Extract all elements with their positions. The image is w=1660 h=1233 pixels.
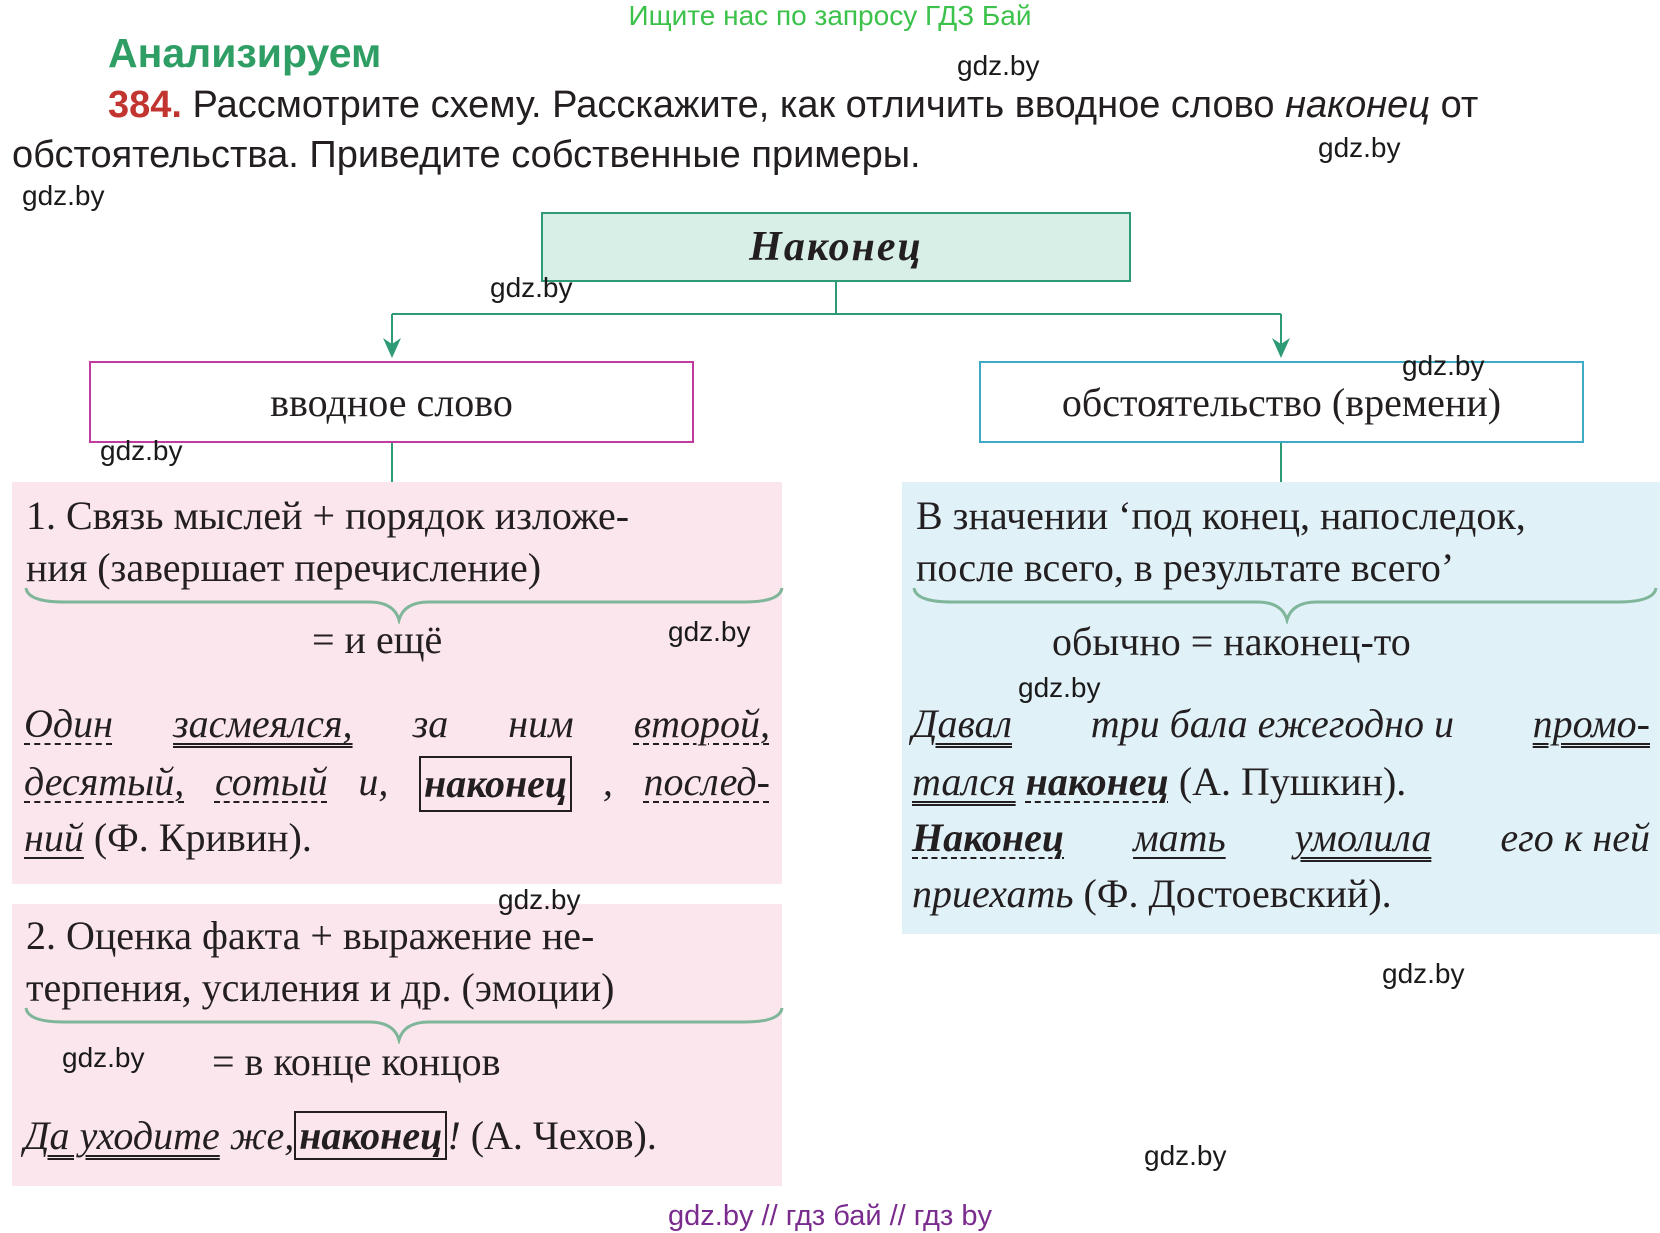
boxed-word: наконец (418, 756, 573, 812)
watermark: gdz.by (957, 50, 1040, 81)
watermark: gdz.by (668, 616, 751, 647)
footer-links: gdz.by // гдз бай // гдз by (668, 1200, 992, 1232)
meaning-2-line-2: терпения, усиления и др. (эмоции) (26, 965, 615, 1010)
task-text: 384. Рассмотрите схему. Расскажите, как … (12, 80, 1652, 180)
adverbial-line-1: В значении ‘под конец, напоследок, (916, 493, 1526, 538)
brace-icon (912, 587, 1658, 624)
meaning-2-equivalent: = в конце концов (212, 1039, 501, 1084)
scheme-root-box: Наконец (541, 212, 1131, 282)
task-text-part-b: от обстоятельства. Приведите собственные… (12, 84, 1479, 176)
watermark: gdz.by (1018, 672, 1101, 703)
introductory-word-box: вводное слово (89, 361, 694, 443)
example-4-line-2: приехать (Ф. Достоевский). (912, 871, 1392, 916)
adverbial-panel: В значении ‘под конец, напоследок, после… (902, 482, 1660, 934)
example-3-line-2: тался наконец (А. Пушкин). (912, 759, 1407, 804)
brace-icon (24, 1007, 784, 1044)
brace-icon (24, 587, 784, 624)
watermark: gdz.by (1318, 132, 1401, 163)
task-number: 384. (108, 84, 182, 126)
meaning-1-line-1: 1. Связь мыслей + порядок изложе- (26, 493, 630, 538)
watermark: gdz.by (498, 884, 581, 915)
watermark: gdz.by (1144, 1140, 1227, 1171)
task-text-part-a: Рассмотрите схему. Расскажите, как отлич… (192, 84, 1275, 126)
watermark: gdz.by (1402, 350, 1485, 381)
task-italic-word: наконец (1285, 84, 1431, 126)
top-banner: Ищите нас по запросу ГДЗ Бай (628, 0, 1032, 31)
watermark: gdz.by (100, 435, 183, 466)
watermark: gdz.by (62, 1042, 145, 1073)
adverbial-line-2: после всего, в результате всего’ (916, 545, 1455, 590)
adverbial-box: обстоятельство (времени) (979, 361, 1584, 443)
meaning-panel-2: 2. Оценка факта + выражение не- терпения… (12, 904, 784, 1186)
watermark: gdz.by (22, 180, 105, 211)
section-title: Анализируем (108, 30, 382, 76)
example-1-line-3: ний (Ф. Кривин). (24, 815, 312, 860)
meaning-panel-1: 1. Связь мыслей + порядок изложе- ния (з… (12, 482, 784, 884)
meaning-2-line-1: 2. Оценка факта + выражение не- (26, 913, 595, 958)
watermark: gdz.by (1382, 958, 1465, 989)
meaning-1-line-2: ния (завершает перечисление) (26, 545, 542, 590)
boxed-word: наконец (294, 1111, 448, 1160)
watermark: gdz.by (490, 272, 573, 303)
scheme-connectors (383, 282, 1290, 482)
example-2: Да уходите же,наконец! (А. Чехов). (24, 1111, 657, 1160)
meaning-1-equivalent: = и ещё (312, 617, 443, 662)
adverbial-equivalent: обычно = наконец-то (1052, 619, 1411, 664)
